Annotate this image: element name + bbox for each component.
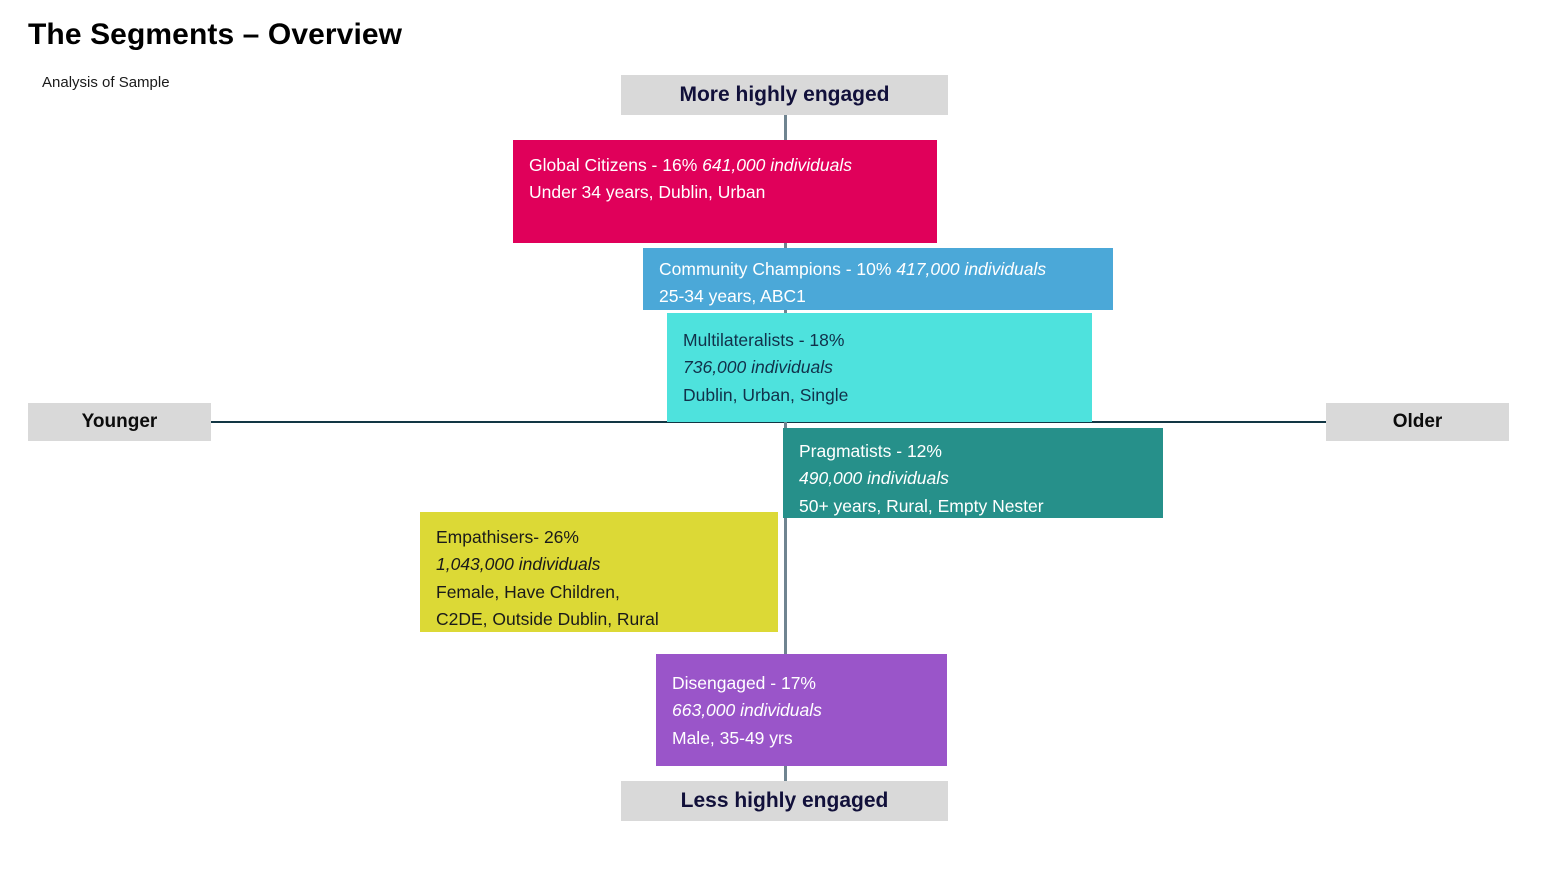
segment-name-and-share: Multilateralists - 18% xyxy=(683,330,845,350)
segment-box-empathisers[interactable]: Empathisers- 26% 1,043,000 individuals F… xyxy=(420,512,778,632)
axis-label-younger: Younger xyxy=(28,403,211,441)
segment-box-global-citizens[interactable]: Global Citizens - 16% 641,000 individual… xyxy=(513,140,937,243)
segment-descriptor-1: 50+ years, Rural, Empty Nester xyxy=(799,495,1044,516)
segment-name-and-share: Empathisers- 26% xyxy=(436,527,579,547)
segment-box-multilateralists[interactable]: Multilateralists - 18% 736,000 individua… xyxy=(667,313,1092,422)
horizontal-axis-line xyxy=(211,421,1333,423)
segment-descriptor-1: Female, Have Children, xyxy=(436,581,620,602)
segment-individuals: 641,000 individuals xyxy=(702,155,852,175)
segment-name-and-share: Disengaged - 17% xyxy=(672,673,816,693)
axis-label-text: Less highly engaged xyxy=(680,789,889,812)
segment-name-and-share: Community Champions - 10% xyxy=(659,259,897,279)
segment-descriptor-1: 25-34 years, ABC1 xyxy=(659,286,806,307)
segment-descriptor-1: Under 34 years, Dublin, Urban xyxy=(529,182,766,203)
segment-individuals: 1,043,000 individuals xyxy=(436,554,601,575)
segment-individuals: 490,000 individuals xyxy=(799,468,949,489)
segment-individuals: 736,000 individuals xyxy=(683,357,833,378)
segment-descriptor-2: C2DE, Outside Dublin, Rural xyxy=(436,609,659,630)
segment-box-disengaged[interactable]: Disengaged - 17% 663,000 individuals Mal… xyxy=(656,654,947,766)
segment-individuals: 663,000 individuals xyxy=(672,700,822,721)
axis-label-text: More highly engaged xyxy=(679,83,890,106)
segment-individuals: 417,000 individuals xyxy=(896,259,1047,279)
segment-headline: Community Champions - 10% 417,000 indivi… xyxy=(659,256,1099,283)
page-title: The Segments – Overview xyxy=(28,18,403,51)
segment-headline: Global Citizens - 16% 641,000 individual… xyxy=(529,152,923,179)
segment-box-pragmatists[interactable]: Pragmatists - 12% 490,000 individuals 50… xyxy=(783,428,1163,518)
segment-name-and-share: Pragmatists - 12% xyxy=(799,441,942,461)
axis-label-less-highly-engaged: Less highly engaged xyxy=(621,781,948,821)
segment-box-community-champions[interactable]: Community Champions - 10% 417,000 indivi… xyxy=(643,248,1113,310)
page-subtitle: Analysis of Sample xyxy=(42,74,170,91)
axis-label-more-highly-engaged: More highly engaged xyxy=(621,75,948,115)
segment-descriptor-1: Male, 35-49 yrs xyxy=(672,727,793,748)
axis-label-text: Older xyxy=(1392,411,1443,432)
axis-label-older: Older xyxy=(1326,403,1509,441)
segment-descriptor-1: Dublin, Urban, Single xyxy=(683,384,849,405)
segment-name-and-share: Global Citizens - 16% xyxy=(529,155,703,175)
axis-label-text: Younger xyxy=(81,411,158,432)
